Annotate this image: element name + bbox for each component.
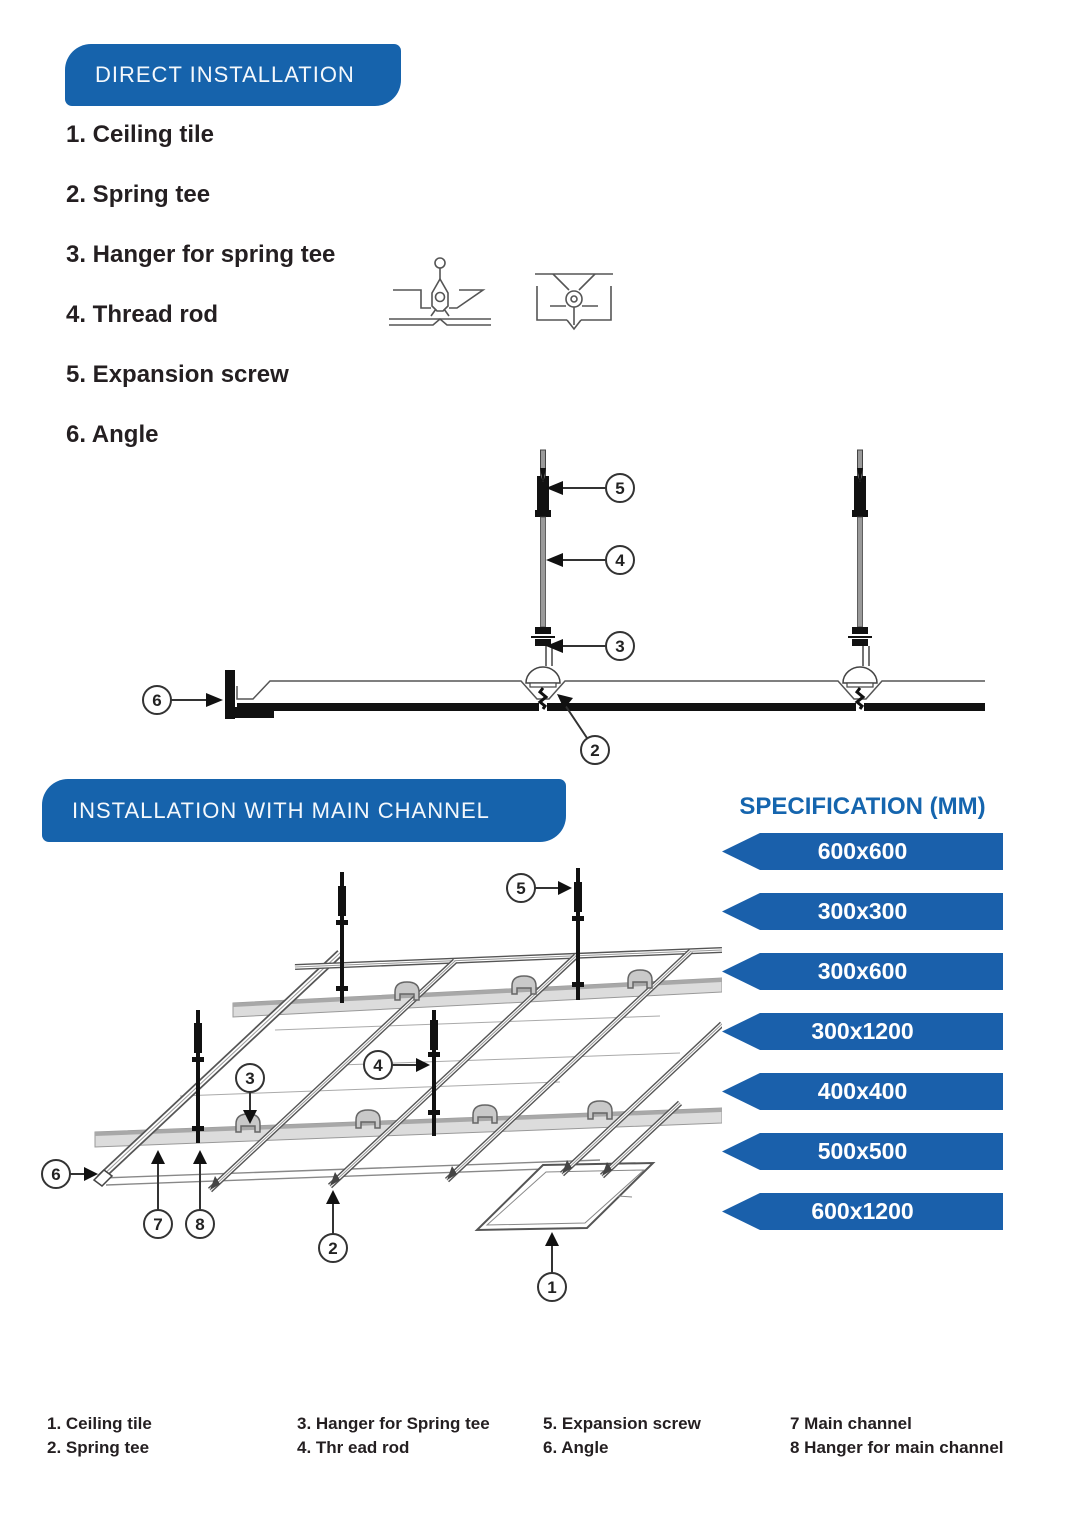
callout-thread-rod [546, 545, 635, 575]
callout-expansion-screw [546, 473, 635, 503]
legend-column: 1. Ceiling tile 2. Spring tee [47, 1412, 152, 1460]
callout-number: 8 [195, 1215, 204, 1234]
spring-tee-detail-right [535, 273, 613, 331]
ceiling-tile-top-profile [236, 680, 985, 700]
list-item: 2. Spring tee [66, 181, 211, 208]
list-item: 3. Hanger for spring tee [66, 241, 336, 268]
direct-installation-title: DIRECT INSTALLATION [95, 62, 355, 87]
legend-item: 7 Main channel [790, 1414, 912, 1433]
direct-installation-parts-list: 1. Ceiling tile 2. Spring tee 3. Hanger … [66, 105, 426, 465]
list-item: 6. Angle [66, 421, 159, 448]
ceiling-tile [474, 1161, 656, 1232]
direct-installation-banner: DIRECT INSTALLATION [65, 44, 401, 106]
tile-joint-lines [179, 1015, 681, 1097]
callout-number: 4 [373, 1056, 383, 1075]
spec-size-banner: 300x300 [722, 893, 1003, 930]
direct-installation-diagram: 5 4 3 6 2 [142, 448, 985, 765]
spec-size-banner: 600x1200 [722, 1193, 1003, 1230]
legend-item: 4. Thr ead rod [297, 1438, 410, 1457]
callout-spring-tee [557, 694, 610, 765]
callout-hanger [235, 1063, 265, 1124]
legend-column: 7 Main channel 8 Hanger for main channel [790, 1412, 1004, 1460]
callout-number: 5 [615, 479, 624, 498]
main-channel-title: INSTALLATION WITH MAIN CHANNEL [72, 797, 490, 823]
hanger-rods [192, 868, 584, 1143]
callout-number: 7 [153, 1215, 162, 1234]
legend-item: 6. Angle [543, 1438, 609, 1457]
callout-number: 3 [615, 637, 624, 656]
callout-number: 3 [245, 1069, 254, 1088]
callout-angle [142, 685, 223, 715]
legend-item: 8 Hanger for main channel [790, 1438, 1004, 1457]
legend-column: 5. Expansion screw 6. Angle [543, 1412, 701, 1460]
angle-profile [225, 670, 274, 719]
legend-item: 1. Ceiling tile [47, 1414, 152, 1433]
spring-tee-detail-sketches [389, 257, 613, 331]
spec-size-banner: 300x1200 [722, 1013, 1003, 1050]
specification-heading: SPECIFICATION (MM) [739, 793, 986, 820]
callout-expansion-screw [506, 873, 572, 903]
spring-tee-tips [562, 1024, 722, 1176]
hanger-rod-assembly [841, 448, 879, 711]
spec-size-banner: 500x500 [722, 1133, 1003, 1170]
callout-number: 1 [547, 1278, 556, 1297]
callout-number: 2 [590, 741, 599, 760]
spec-size-banner: 300x600 [722, 953, 1003, 990]
spring-tee-detail-left [389, 257, 491, 326]
callout-number: 6 [152, 691, 161, 710]
main-channel-upper [232, 977, 722, 1018]
legend-item: 2. Spring tee [47, 1438, 150, 1457]
callout-ceiling-tile [537, 1232, 567, 1302]
callout-number: 6 [51, 1165, 60, 1184]
list-item: 1. Ceiling tile [66, 121, 215, 148]
main-channel-diagram: 5 4 3 6 7 8 2 1 [41, 868, 722, 1302]
callout-hanger [546, 631, 635, 661]
list-item: 4. Thread rod [66, 301, 219, 328]
callout-main-channel [143, 1150, 173, 1239]
list-item: 5. Expansion screw [66, 361, 289, 388]
callout-number: 5 [516, 879, 525, 898]
spring-tee-rails [92, 950, 722, 1190]
callout-main-channel-hanger [185, 1150, 215, 1239]
callout-number: 2 [328, 1239, 337, 1258]
main-channel-banner: INSTALLATION WITH MAIN CHANNEL [42, 779, 566, 842]
callout-angle [41, 1159, 98, 1189]
legend-column: 3. Hanger for Spring tee 4. Thr ead rod [297, 1412, 490, 1460]
spec-size-banner: 600x600 [722, 833, 1003, 870]
legend-item: 5. Expansion screw [543, 1414, 701, 1433]
callout-thread-rod [363, 1050, 430, 1080]
callout-number: 4 [615, 551, 625, 570]
callout-spring-tee [318, 1190, 348, 1263]
spec-size-banner: 400x400 [722, 1073, 1003, 1110]
legend-item: 3. Hanger for Spring tee [297, 1414, 490, 1433]
ceiling-tile-bottom [237, 703, 985, 711]
